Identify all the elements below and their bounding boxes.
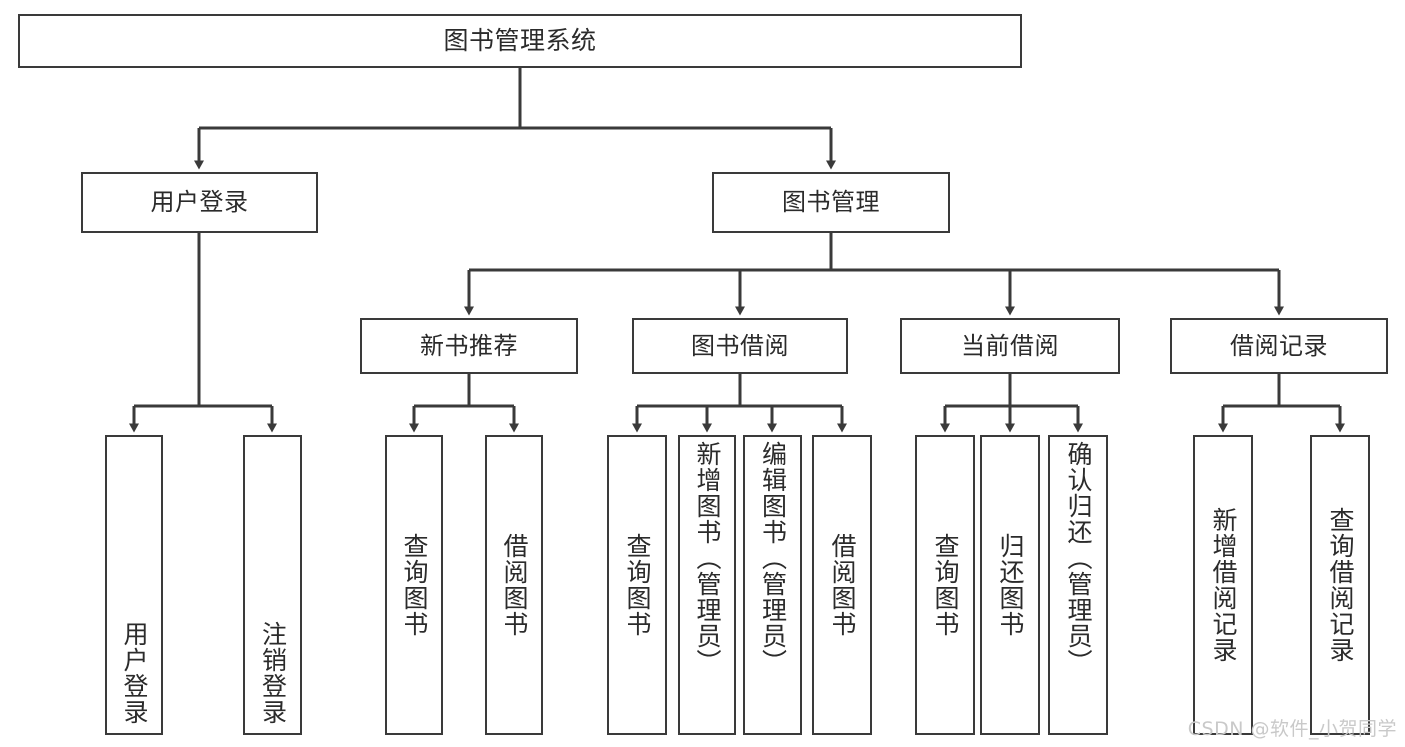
leaf-borrow-book-1-label: 借阅图书 xyxy=(500,533,529,637)
leaf-borrow-book-2-label: 借阅图书 xyxy=(828,533,857,637)
leaf-user-login-label: 用户登录 xyxy=(120,621,149,725)
leaf-borrow-book-1[interactable]: 借阅图书 xyxy=(485,435,543,735)
leaf-return-book-label: 归还图书 xyxy=(996,533,1025,637)
leaf-add-book-label: 新增图书（管理员） xyxy=(693,441,722,675)
node-borrow-record[interactable]: 借阅记录 xyxy=(1170,318,1388,374)
leaf-query-record[interactable]: 查询借阅记录 xyxy=(1310,435,1370,735)
leaf-logout-label: 注销登录 xyxy=(258,621,288,725)
node-current-borrow[interactable]: 当前借阅 xyxy=(900,318,1120,374)
leaf-return-book[interactable]: 归还图书 xyxy=(980,435,1040,735)
node-new-book-recommend[interactable]: 新书推荐 xyxy=(360,318,578,374)
node-book-management[interactable]: 图书管理 xyxy=(712,172,950,233)
leaf-add-record-label: 新增借阅记录 xyxy=(1209,507,1238,663)
node-root-label: 图书管理系统 xyxy=(443,26,597,55)
leaf-confirm-return-label: 确认归还（管理员） xyxy=(1064,441,1093,675)
leaf-query-book-3-label: 查询图书 xyxy=(931,533,960,637)
node-current-borrow-label: 当前借阅 xyxy=(961,331,1059,360)
node-book-borrow-label: 图书借阅 xyxy=(691,331,789,360)
leaf-query-record-label: 查询借阅记录 xyxy=(1326,507,1355,663)
node-user-login[interactable]: 用户登录 xyxy=(81,172,318,233)
leaf-logout[interactable]: 注销登录 xyxy=(243,435,302,735)
leaf-edit-book[interactable]: 编辑图书（管理员） xyxy=(743,435,802,735)
leaf-user-login[interactable]: 用户登录 xyxy=(105,435,163,735)
leaf-query-book-1-label: 查询图书 xyxy=(400,533,429,637)
leaf-query-book-2[interactable]: 查询图书 xyxy=(607,435,667,735)
leaf-edit-book-label: 编辑图书（管理员） xyxy=(758,441,788,675)
node-user-login-label: 用户登录 xyxy=(150,188,249,217)
node-root-system[interactable]: 图书管理系统 xyxy=(18,14,1022,68)
node-book-management-label: 图书管理 xyxy=(782,188,880,217)
leaf-add-book[interactable]: 新增图书（管理员） xyxy=(678,435,736,735)
node-book-borrow[interactable]: 图书借阅 xyxy=(632,318,848,374)
node-new-book-recommend-label: 新书推荐 xyxy=(420,331,518,360)
leaf-confirm-return[interactable]: 确认归还（管理员） xyxy=(1048,435,1108,735)
leaf-query-book-1[interactable]: 查询图书 xyxy=(385,435,443,735)
leaf-query-book-3[interactable]: 查询图书 xyxy=(915,435,975,735)
leaf-add-record[interactable]: 新增借阅记录 xyxy=(1193,435,1253,735)
leaf-query-book-2-label: 查询图书 xyxy=(623,533,652,637)
leaf-borrow-book-2[interactable]: 借阅图书 xyxy=(812,435,872,735)
node-borrow-record-label: 借阅记录 xyxy=(1230,331,1328,360)
